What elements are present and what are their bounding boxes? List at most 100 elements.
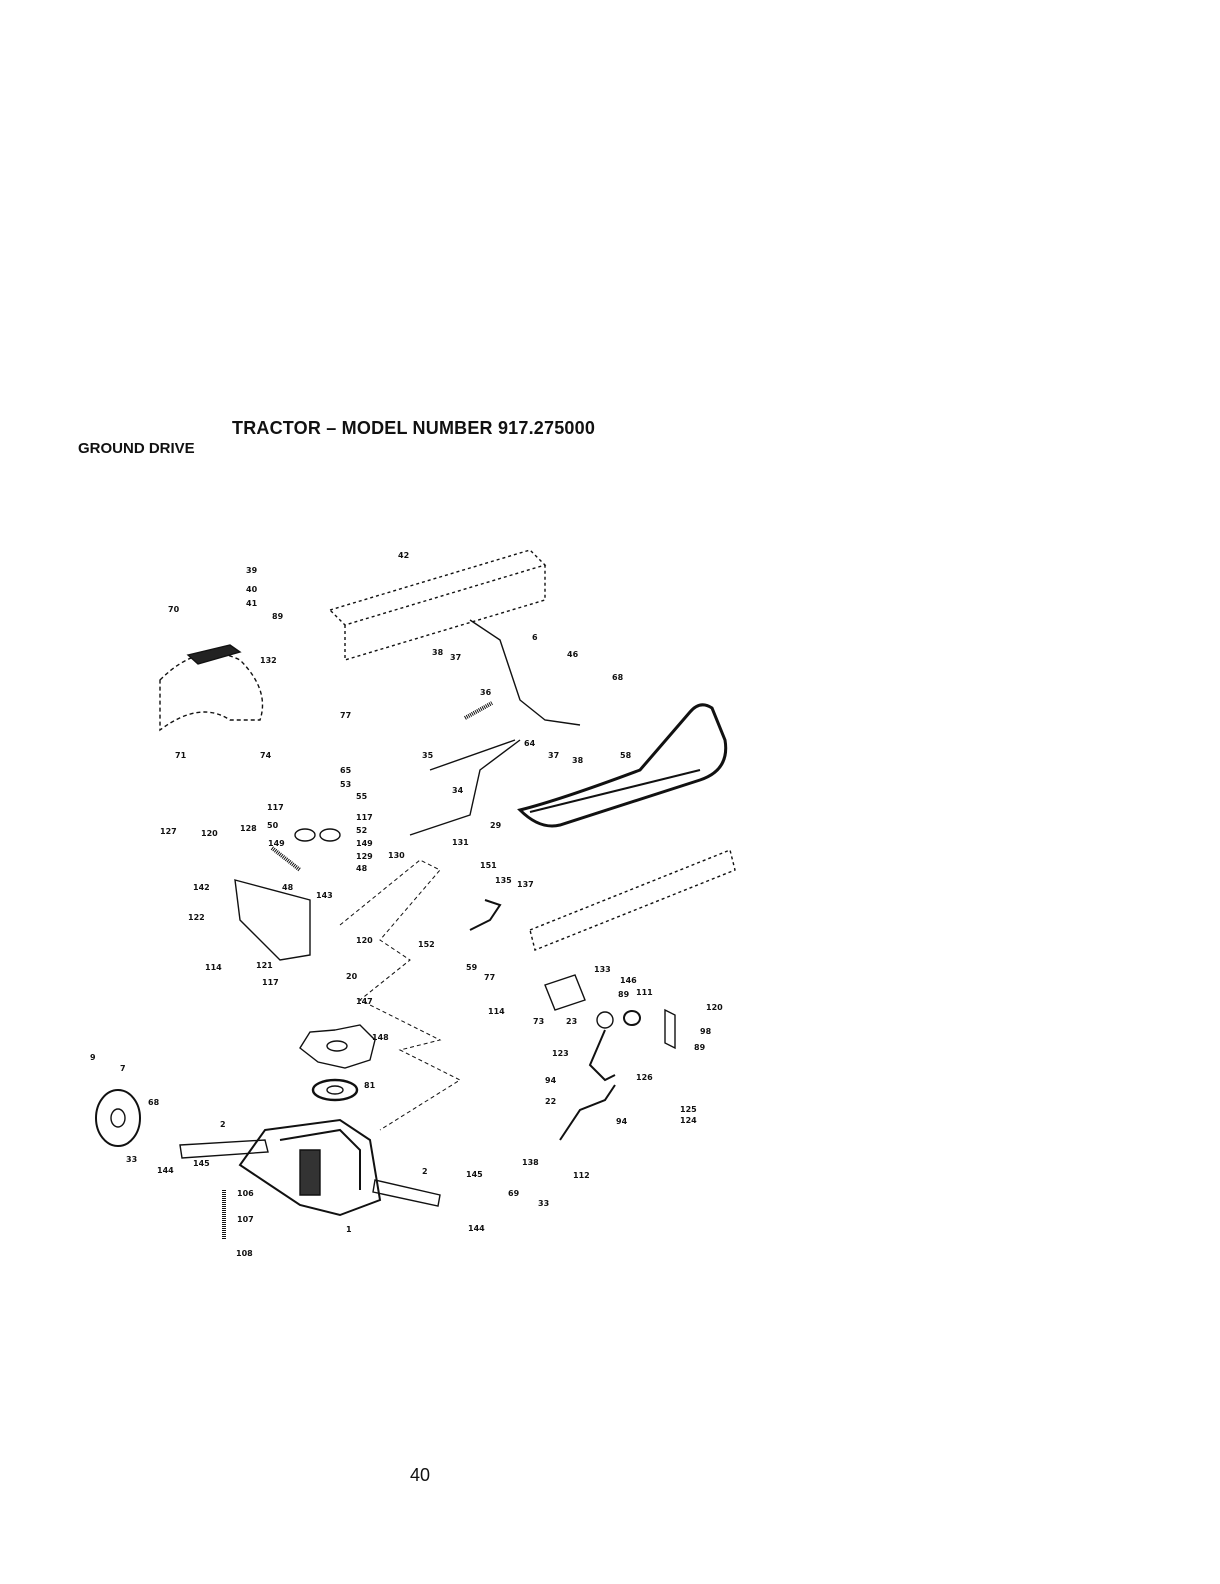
part-label: 117 [356,813,373,822]
shift-knob [596,1011,614,1029]
part-label: 39 [246,566,258,575]
drive-belt [517,703,728,828]
axle-left [179,1139,269,1159]
part-label: 22 [545,1097,556,1106]
part-label: 111 [636,988,653,997]
part-label: 106 [237,1189,254,1198]
part-label: 1 [346,1225,352,1234]
part-label: 149 [268,839,285,848]
part-label: 98 [700,1027,712,1036]
part-label: 52 [356,826,367,835]
part-label: 23 [566,1017,577,1026]
part-label: 46 [567,650,579,659]
page-number: 40 [410,1465,431,1485]
transaxle-body [238,1118,382,1217]
part-label: 124 [680,1116,697,1125]
part-label: 9 [90,1053,96,1062]
part-label: 70 [168,605,180,614]
part-label: 35 [422,751,434,760]
part-label: 151 [480,861,497,870]
frame-rail-upper [328,549,547,626]
part-label: 69 [508,1189,520,1198]
part-label: 2 [220,1120,226,1129]
part-label: 94 [545,1076,557,1085]
part-label: 64 [524,739,536,748]
cooling-fan [299,1024,376,1069]
part-label: 127 [160,827,177,836]
axle-right [372,1179,441,1207]
part-label: 142 [193,883,210,892]
frame-rail-right [529,849,736,951]
fender-outline [159,652,264,732]
part-label: 133 [594,965,611,974]
part-label: 121 [256,961,273,970]
shift-arm [559,1084,616,1141]
part-label: 74 [260,751,272,760]
part-label: 114 [488,1007,505,1016]
part-label: 107 [237,1215,254,1224]
part-label: 33 [126,1155,137,1164]
pedal-shaft-rod [469,619,581,726]
pulley-52 [319,828,341,842]
part-label: 73 [533,1017,544,1026]
part-label: 48 [282,883,294,892]
part-label: 65 [340,766,352,775]
part-label: 68 [148,1098,160,1107]
part-label: 29 [490,821,502,830]
part-label: 38 [432,648,444,657]
part-label: 122 [188,913,205,922]
part-label: 81 [364,1081,376,1090]
part-label: 145 [193,1159,210,1168]
part-label: 94 [616,1117,628,1126]
section-title: GROUND DRIVE [78,440,195,457]
part-label: 7 [120,1064,126,1073]
part-label: 131 [452,838,469,847]
part-label: 42 [398,551,409,560]
part-label: 36 [480,688,492,697]
part-label: 41 [246,599,258,608]
part-label: 48 [356,864,368,873]
part-label: 108 [236,1249,253,1258]
part-label: 37 [450,653,461,662]
part-label: 59 [466,963,478,972]
part-label: 58 [620,751,632,760]
brake-rod [409,739,521,836]
part-label: 144 [157,1166,174,1175]
part-label: 33 [538,1199,549,1208]
part-label: 77 [340,711,351,720]
part-label: 143 [316,891,333,900]
part-label: 135 [495,876,512,885]
part-label: 71 [175,751,187,760]
part-label: 117 [262,978,279,987]
shift-lever [588,1029,616,1082]
page-title: TRACTOR – MODEL NUMBER 917.275000 [232,418,596,438]
part-label: 149 [356,839,373,848]
bracket-133 [544,974,586,1011]
part-label: 120 [356,936,373,945]
part-label: 20 [346,972,358,981]
part-label: 132 [260,656,277,665]
part-label: 128 [240,824,257,833]
pulley-50 [294,828,316,842]
part-label: 2 [422,1167,428,1176]
part-label: 126 [636,1073,653,1082]
part-label: 77 [484,973,495,982]
part-label: 6 [532,633,538,642]
part-label: 114 [205,963,222,972]
part-label: 34 [452,786,464,795]
input-pulley [311,1078,359,1102]
pedal-pad [186,644,242,665]
part-label: 123 [552,1049,569,1058]
part-label: 38 [572,756,584,765]
spring-36 [464,701,493,720]
part-label: 152 [418,940,435,949]
idler-spring [270,846,302,872]
part-label: 68 [612,673,624,682]
part-label: 112 [573,1171,590,1180]
part-label: 120 [201,829,218,838]
part-label: 89 [272,612,284,621]
part-label: 55 [356,792,368,801]
part-label: 144 [468,1224,485,1233]
diagram-drawing [95,549,736,1240]
